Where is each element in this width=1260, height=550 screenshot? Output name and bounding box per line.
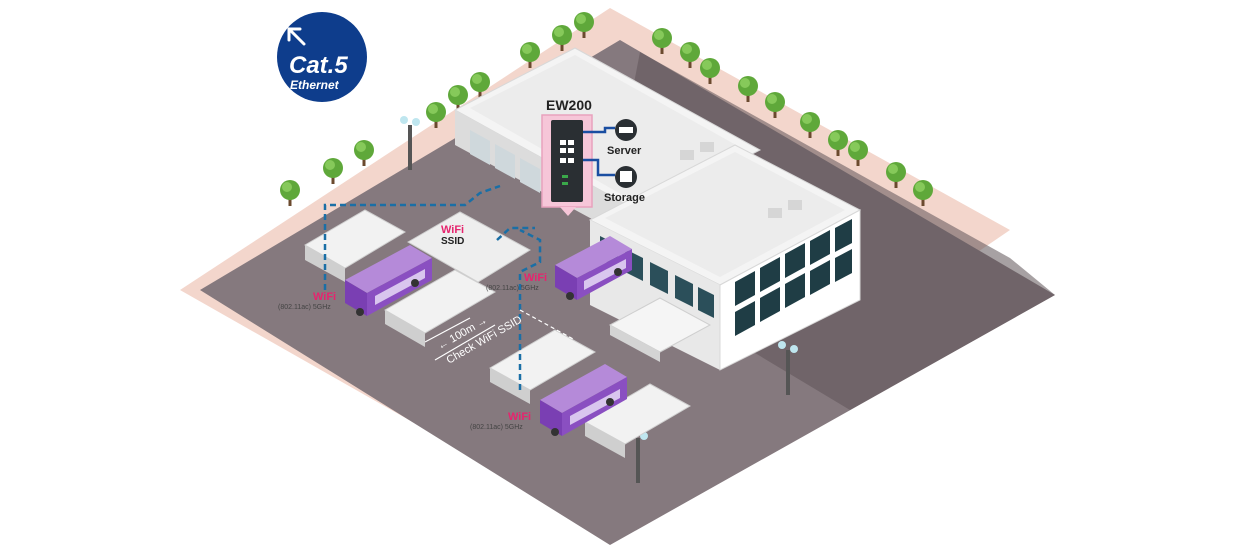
wifi-label: WiFi bbox=[524, 272, 547, 284]
ew200-router-icon bbox=[551, 120, 583, 202]
access-point-label: WiFi (802.11ac) 5GHz bbox=[278, 291, 336, 311]
street-lamp bbox=[400, 116, 420, 170]
platform bbox=[406, 211, 531, 283]
tree bbox=[552, 25, 572, 51]
tree bbox=[520, 42, 540, 68]
tree bbox=[280, 180, 300, 206]
server-label: Server bbox=[607, 145, 642, 157]
tree bbox=[738, 76, 758, 102]
access-point-label: WiFi (802.11ac) 5GHz bbox=[470, 411, 531, 431]
tree bbox=[574, 12, 594, 38]
tree bbox=[886, 162, 906, 188]
ssid-label: WiFi SSID bbox=[441, 224, 464, 247]
server-node: Server bbox=[607, 119, 642, 157]
tree bbox=[765, 92, 785, 118]
cat5-ethernet-badge: Cat.5 Ethernet bbox=[277, 12, 367, 102]
tree bbox=[800, 112, 820, 138]
device-connections bbox=[583, 126, 615, 177]
platform bbox=[488, 329, 597, 404]
entrance-canopy bbox=[608, 297, 712, 362]
tree bbox=[354, 140, 374, 166]
terminal-building bbox=[453, 47, 862, 371]
access-point-label: WiFi (802.11ac) 5GHz bbox=[486, 272, 547, 292]
platform bbox=[304, 209, 407, 282]
ethernet-cable bbox=[323, 184, 542, 390]
ssid-wifi-text: WiFi bbox=[441, 224, 464, 236]
tree bbox=[680, 42, 700, 68]
bus bbox=[345, 245, 432, 316]
tree-row bbox=[280, 12, 933, 206]
badge-sub-text: Ethernet bbox=[290, 78, 340, 92]
wifi-detail: (802.11ac) 5GHz bbox=[278, 304, 331, 311]
tree bbox=[323, 158, 343, 184]
wifi-detail: (802.11ac) 5GHz bbox=[486, 285, 539, 292]
tree bbox=[828, 130, 848, 156]
ew200-device: EW200 bbox=[541, 97, 593, 216]
platform bbox=[583, 383, 692, 458]
range-indicator bbox=[424, 309, 576, 361]
wifi-detail: (802.11ac) 5GHz bbox=[470, 424, 523, 431]
tree bbox=[426, 102, 446, 128]
platform bbox=[383, 269, 497, 347]
tree bbox=[470, 72, 490, 98]
tree bbox=[652, 28, 672, 54]
storage-node: Storage bbox=[604, 166, 645, 204]
tree bbox=[913, 180, 933, 206]
street-lamp bbox=[778, 341, 798, 395]
wifi-label: WiFi bbox=[508, 411, 531, 423]
bus bbox=[540, 364, 627, 436]
bus bbox=[555, 236, 632, 300]
tree bbox=[848, 140, 868, 166]
ssid-text: SSID bbox=[441, 236, 464, 247]
tree bbox=[448, 85, 468, 111]
tree bbox=[700, 58, 720, 84]
arrow-up-left-icon bbox=[287, 27, 306, 46]
wifi-label: WiFi bbox=[313, 291, 336, 303]
badge-main-text: Cat.5 bbox=[289, 52, 348, 79]
device-name: EW200 bbox=[546, 97, 592, 113]
storage-label: Storage bbox=[604, 192, 645, 204]
